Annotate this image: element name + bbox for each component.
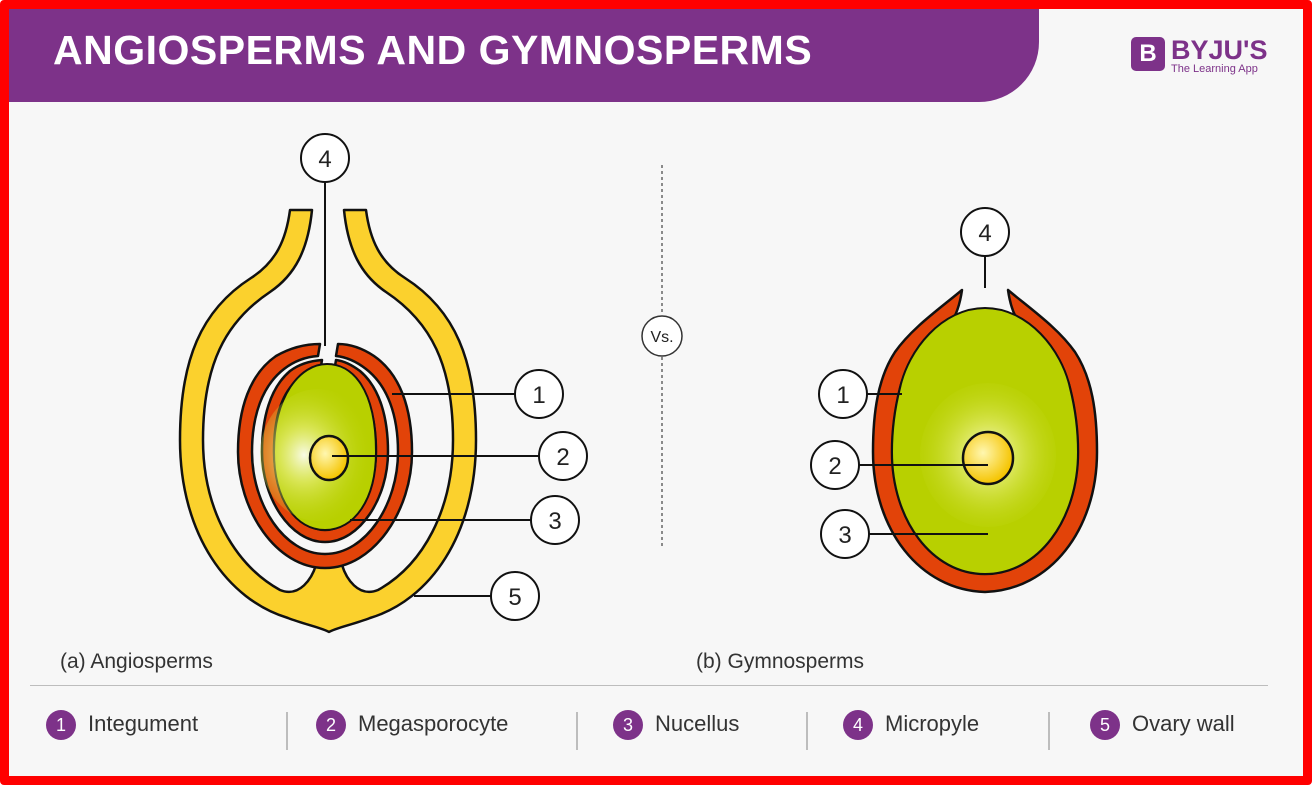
svg-text:1: 1	[532, 382, 545, 409]
svg-text:2: 2	[828, 453, 841, 480]
svg-text:2: 2	[556, 444, 569, 471]
legend-label: Nucellus	[655, 711, 739, 737]
angio-callout-megasporocyte: 2	[539, 432, 587, 480]
svg-text:1: 1	[836, 382, 849, 409]
svg-text:4: 4	[318, 146, 331, 173]
legend-number-badge: 2	[316, 710, 346, 740]
svg-text:4: 4	[978, 220, 991, 247]
svg-text:3: 3	[838, 522, 851, 549]
legend-number-badge: 4	[843, 710, 873, 740]
gymno-callout-nucellus: 3	[821, 510, 869, 558]
gymno-megasporocyte	[963, 432, 1013, 484]
legend-divider	[30, 685, 1268, 686]
legend-label: Micropyle	[885, 711, 979, 737]
gymno-callout-micropyle: 4	[961, 208, 1009, 256]
svg-text:5: 5	[508, 584, 521, 611]
legend-separator	[1048, 712, 1050, 750]
vs-label: Vs.	[650, 329, 673, 346]
gymnosperm-ovule: 4 1 2 3	[811, 208, 1097, 592]
legend-number-badge: 3	[613, 710, 643, 740]
legend-number-badge: 1	[46, 710, 76, 740]
gymno-callout-megasporocyte: 2	[811, 441, 859, 489]
angio-callout-integument: 1	[515, 370, 563, 418]
angio-megasporocyte	[310, 436, 348, 480]
angio-callout-nucellus: 3	[531, 496, 579, 544]
legend-label: Megasporocyte	[358, 711, 508, 737]
legend-label: Ovary wall	[1132, 711, 1235, 737]
legend-number-badge: 5	[1090, 710, 1120, 740]
caption-angiosperms: (a) Angiosperms	[60, 650, 213, 674]
legend-separator	[576, 712, 578, 750]
angio-callout-ovary-wall: 5	[491, 572, 539, 620]
angio-callout-micropyle: 4	[301, 134, 349, 182]
angiosperm-ovule: 4 1 2 3 5	[180, 134, 587, 632]
vs-divider: Vs.	[642, 165, 682, 548]
caption-gymnosperms: (b) Gymnosperms	[696, 650, 864, 674]
legend-separator	[806, 712, 808, 750]
legend-label: Integument	[88, 711, 198, 737]
legend-separator	[286, 712, 288, 750]
svg-text:3: 3	[548, 508, 561, 535]
gymno-callout-integument: 1	[819, 370, 867, 418]
